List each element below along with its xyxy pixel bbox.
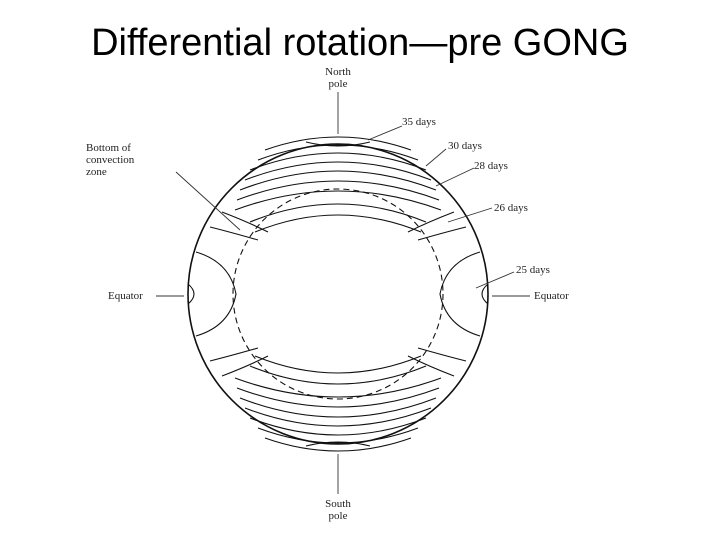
bottom-label-line-2: convection xyxy=(86,154,135,166)
days-26-leader xyxy=(447,207,493,223)
days-30-leader xyxy=(425,148,447,167)
slide-title: Differential rotation—pre GONG xyxy=(91,22,629,64)
north-pole-label-line-2: pole xyxy=(328,78,348,90)
days-35-label: 35 days xyxy=(402,116,436,128)
solar-surface xyxy=(187,143,489,445)
days-30-label: 30 days xyxy=(448,140,482,152)
bottom-label-line-1: Bottom of xyxy=(86,142,131,154)
north-contours xyxy=(234,136,442,233)
convection-zone-base xyxy=(232,188,444,400)
bottom-label-line-3: zone xyxy=(86,166,107,178)
equator-left-label: Equator xyxy=(108,290,143,302)
days-26-label: 26 days xyxy=(494,202,528,214)
days-25-label: 25 days xyxy=(516,264,550,276)
sun-cross-section xyxy=(156,92,530,494)
days-28-label: 28 days xyxy=(474,160,508,172)
days-28-leader xyxy=(435,167,475,187)
latitude-contours xyxy=(209,211,467,377)
bottom-leader xyxy=(175,171,241,231)
equatorial-contours xyxy=(187,251,489,337)
south-contours xyxy=(234,355,442,452)
south-pole-label-line-1: South xyxy=(325,498,351,510)
north-pole-label-line-1: North xyxy=(325,66,351,78)
equator-right-label: Equator xyxy=(534,290,569,302)
rotation-diagram: North pole South pole Bottom of convecti… xyxy=(80,62,640,540)
days-25-leader xyxy=(475,271,515,289)
south-pole-label-line-2: pole xyxy=(328,510,348,522)
days-35-leader xyxy=(367,125,403,141)
